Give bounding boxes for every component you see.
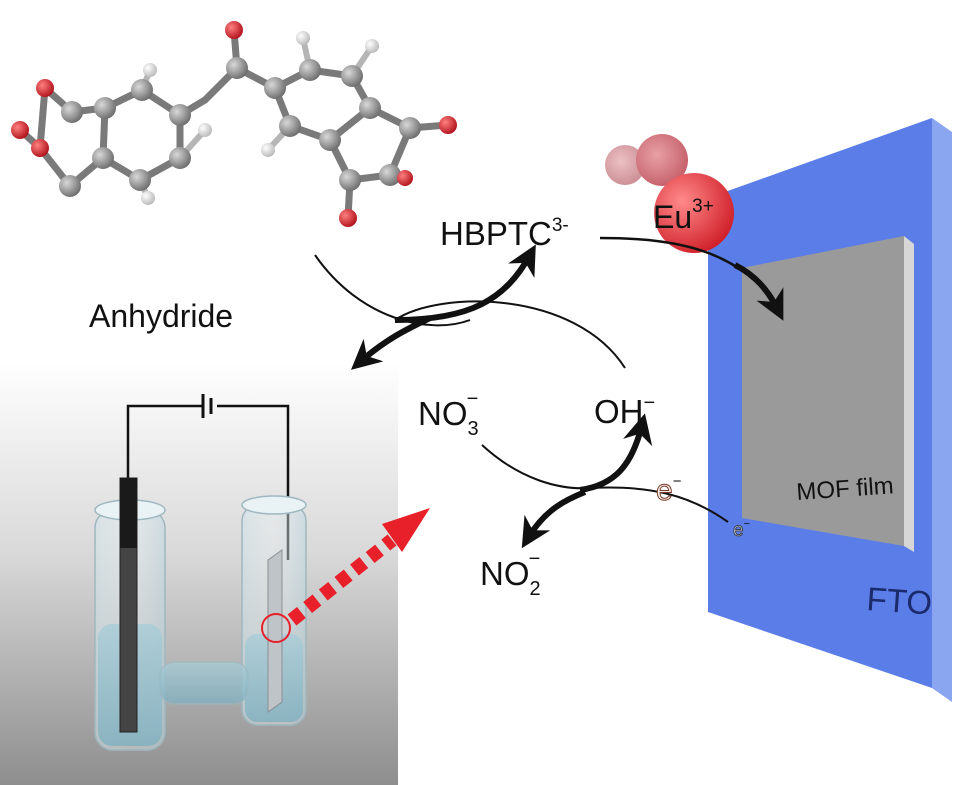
- electron-transfer-curve: [589, 486, 729, 523]
- no2-label: NO2−: [480, 548, 541, 600]
- hbptc-formation-arrow: [394, 244, 536, 323]
- electrochemical-cell: [94, 394, 307, 751]
- oh-formation-arrow: [579, 413, 653, 493]
- oh-consumption-curve: [394, 300, 626, 369]
- electron-label-large: e−: [656, 473, 682, 507]
- battery-icon: [201, 394, 213, 418]
- electron-label-small: e−: [733, 518, 750, 541]
- anhydride-return-arrow: [350, 315, 432, 370]
- anhydride-to-product-curve: [314, 254, 471, 327]
- zoom-arrow: [287, 508, 430, 626]
- cell-background: [0, 362, 398, 785]
- no2-formation-arrow: [521, 489, 587, 549]
- mof-film: [742, 236, 914, 552]
- fto-strip-electrode: [267, 549, 283, 713]
- highlight-circle: [261, 613, 291, 643]
- anhydride-molecule: [11, 21, 457, 227]
- anhydride-label: Anhydride: [89, 298, 233, 334]
- reaction-arrows: [314, 236, 784, 549]
- hbptc-label: HBPTC3-: [440, 215, 569, 252]
- fto-label: FTO: [866, 580, 934, 621]
- no3-reduction-curve: [481, 444, 591, 490]
- oh-label: OH−: [594, 392, 655, 430]
- no3-label: NO3−: [418, 388, 479, 440]
- eu-label: Eu3+: [653, 196, 714, 235]
- eu-ions: [605, 134, 734, 253]
